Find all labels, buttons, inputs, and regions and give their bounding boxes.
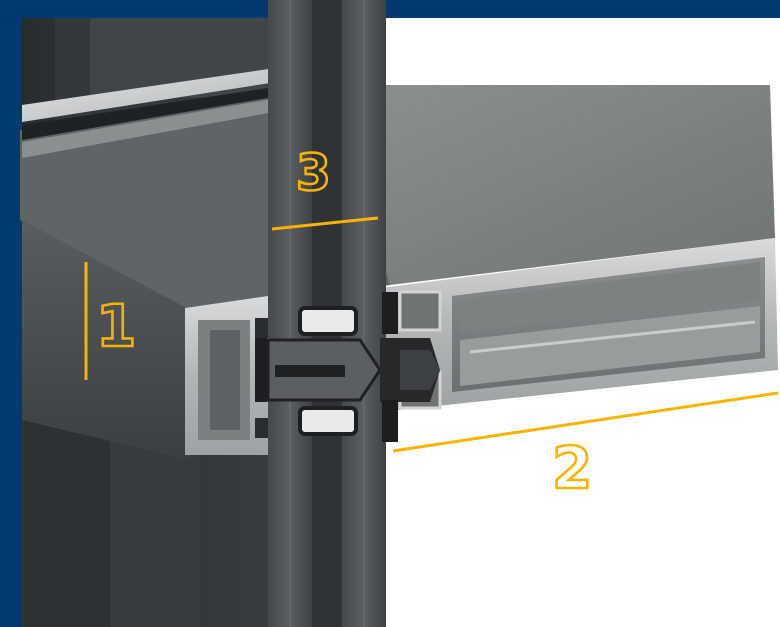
transom-profile-section xyxy=(380,238,778,412)
thermal-break-gasket xyxy=(255,292,440,442)
spacer-top xyxy=(298,306,358,336)
blue-band-left xyxy=(0,0,22,627)
blue-band-top xyxy=(0,0,780,18)
top-strip-highlight xyxy=(22,60,340,122)
callout-label-3: 3 xyxy=(296,144,331,202)
transom-beam xyxy=(20,60,775,460)
callout-label-2: 2 xyxy=(552,434,592,502)
callout-labels: 1 2 3 xyxy=(95,143,594,504)
dimension-lines xyxy=(84,216,779,453)
glass-spacers xyxy=(298,306,358,436)
dimension-line-3 xyxy=(271,216,379,231)
mullion-profile-section xyxy=(185,295,275,455)
callout-label-1: 1 xyxy=(96,292,136,360)
dimension-line-2 xyxy=(392,391,779,453)
spacer-bottom xyxy=(298,406,358,436)
